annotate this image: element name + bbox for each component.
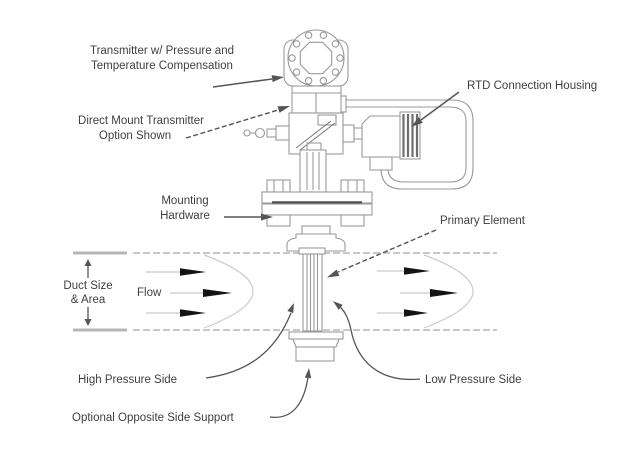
label-mounting-line2: Hardware <box>160 210 210 222</box>
label-rtd-housing: RTD Connection Housing <box>467 80 597 92</box>
label-direct-mount-line1: Direct Mount Transmitter <box>78 115 204 127</box>
flow-arrows-downstream <box>377 267 458 317</box>
label-duct-size-line1: Duct Size <box>63 280 112 292</box>
diagram-labels: Transmitter w/ Pressure and Temperature … <box>63 45 597 424</box>
mounting-hardware-pointer-arrow <box>224 213 273 221</box>
rtd-connection-housing-drawing <box>342 111 421 171</box>
high-pressure-pointer-arrow <box>205 303 294 379</box>
label-duct-size-line2: & Area <box>71 294 106 306</box>
duct-dimension-arrows <box>84 259 92 326</box>
label-transmitter-line1: Transmitter w/ Pressure and <box>90 45 234 57</box>
label-primary-element: Primary Element <box>440 215 526 227</box>
transmitter-pointer-arrow <box>212 75 284 88</box>
manifold-valve <box>243 125 290 141</box>
label-direct-mount-line2: Option Shown <box>99 130 171 142</box>
primary-element-pointer-arrow <box>327 229 437 278</box>
opposite-side-support-drawing <box>288 331 344 362</box>
rtd-housing-ribs <box>402 114 419 157</box>
flow-arrows-upstream <box>146 268 232 317</box>
label-high-pressure: High Pressure Side <box>78 374 177 386</box>
rtd-housing-pointer-arrow <box>411 91 460 127</box>
optional-support-pointer-arrow <box>269 368 312 418</box>
mounting-flange-drawing <box>261 149 373 252</box>
transmitter-cap-bolts <box>288 31 344 85</box>
velocity-profile-upstream <box>203 254 254 329</box>
primary-element-drawing <box>298 247 326 332</box>
label-transmitter-line2: Temperature Compensation <box>91 60 233 72</box>
transmitter-drawing <box>283 29 349 114</box>
label-low-pressure: Low Pressure Side <box>425 374 522 386</box>
direct-mount-pointer-arrow <box>185 106 290 139</box>
velocity-profile-downstream <box>423 254 474 329</box>
label-optional-support: Optional Opposite Side Support <box>72 412 235 424</box>
label-flow: Flow <box>137 287 162 299</box>
manifold-drawing <box>243 112 344 155</box>
label-mounting-line1: Mounting <box>161 195 208 207</box>
low-pressure-pointer-arrow <box>333 301 421 381</box>
